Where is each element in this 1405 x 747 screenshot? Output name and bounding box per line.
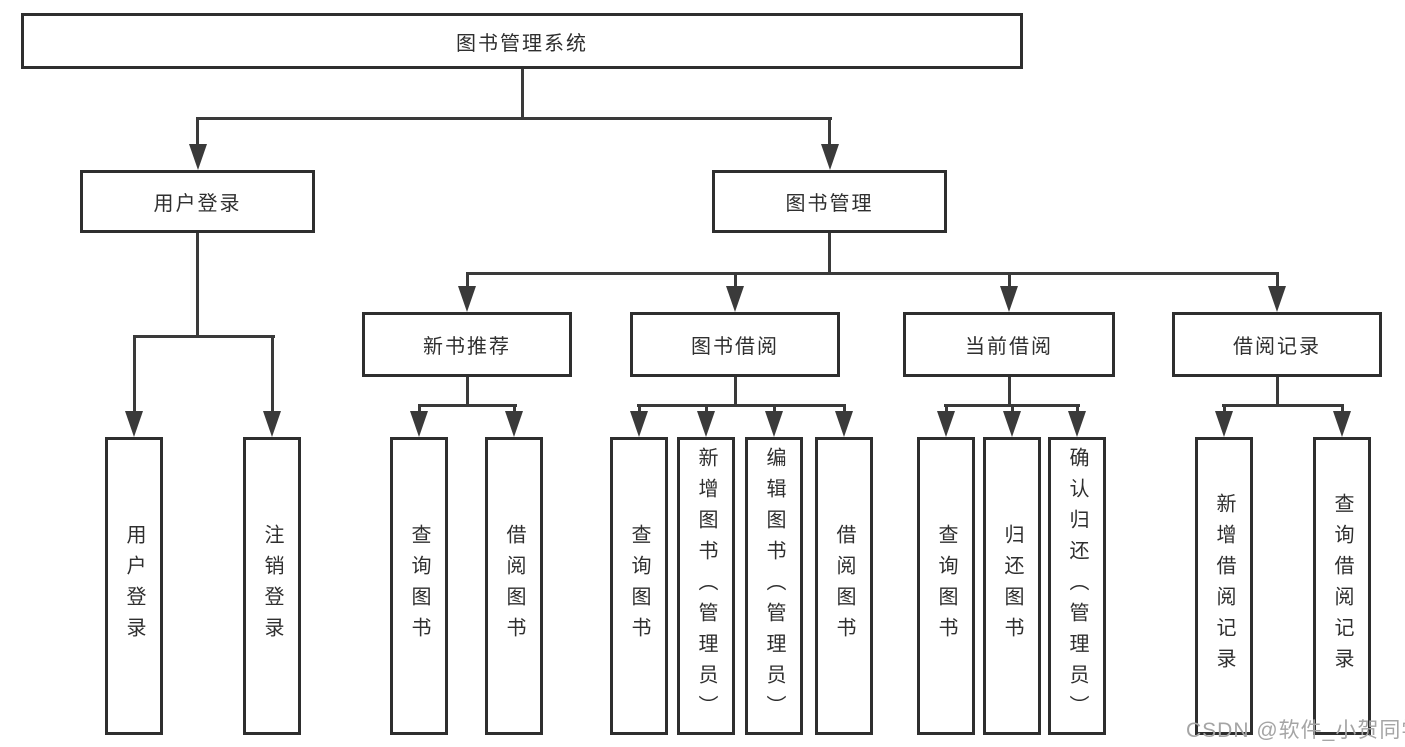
connector [271, 335, 274, 414]
connector [1011, 404, 1014, 413]
node-borrowing-records: 借阅记录 [1172, 312, 1382, 377]
arrow-down-icon [835, 411, 853, 437]
arrow-down-icon [125, 411, 143, 437]
connector [1276, 272, 1279, 288]
connector [418, 404, 421, 413]
arrow-down-icon [1333, 411, 1351, 437]
node-user-login: 用户登录 [80, 170, 315, 233]
arrow-down-icon [726, 286, 744, 312]
leaf-query-books-current: 查询图书 [917, 437, 975, 735]
arrow-down-icon [458, 286, 476, 312]
leaf-return-books: 归还图书 [983, 437, 1041, 735]
connector [133, 335, 275, 338]
connector [828, 233, 831, 274]
leaf-query-books-borrow: 查询图书 [610, 437, 668, 735]
connector [196, 233, 199, 337]
leaf-logout: 注销登录 [243, 437, 301, 735]
connector [945, 404, 948, 413]
leaf-add-borrow-record: 新增借阅记录 [1195, 437, 1253, 735]
arrow-down-icon [697, 411, 715, 437]
node-book-management: 图书管理 [712, 170, 947, 233]
leaf-add-books-admin: 新增图书（管理员） [677, 437, 735, 735]
watermark: CSDN @软件_小贺同学 [1186, 719, 1405, 742]
connector [773, 404, 776, 413]
connector [638, 404, 641, 413]
connector [828, 117, 831, 150]
arrow-down-icon [189, 144, 207, 170]
connector [1076, 404, 1079, 413]
connector [705, 404, 708, 413]
connector [196, 117, 199, 150]
arrow-down-icon [1068, 411, 1086, 437]
node-new-book-recommendation: 新书推荐 [362, 312, 572, 377]
connector [513, 404, 516, 413]
leaf-user-login: 用户登录 [105, 437, 163, 735]
connector [843, 404, 846, 413]
node-book-borrowing: 图书借阅 [630, 312, 840, 377]
connector [1276, 377, 1279, 406]
arrow-down-icon [937, 411, 955, 437]
arrow-down-icon [1268, 286, 1286, 312]
arrow-down-icon [505, 411, 523, 437]
node-library-system: 图书管理系统 [21, 13, 1023, 69]
leaf-borrow-books-recommend: 借阅图书 [485, 437, 543, 735]
arrow-down-icon [821, 144, 839, 170]
arrow-down-icon [410, 411, 428, 437]
connector [466, 272, 1279, 275]
connector [418, 404, 517, 407]
leaf-edit-books-admin: 编辑图书（管理员） [745, 437, 803, 735]
leaf-query-books-recommend: 查询图书 [390, 437, 448, 735]
connector [133, 335, 136, 414]
arrow-down-icon [1003, 411, 1021, 437]
arrow-down-icon [1000, 286, 1018, 312]
arrow-down-icon [630, 411, 648, 437]
connector [1222, 404, 1344, 407]
connector [521, 69, 524, 118]
arrow-down-icon [263, 411, 281, 437]
arrow-down-icon [765, 411, 783, 437]
connector [466, 377, 469, 406]
connector [637, 404, 845, 407]
node-current-borrowing: 当前借阅 [903, 312, 1115, 377]
connector [1341, 404, 1344, 413]
leaf-confirm-return-admin: 确认归还（管理员） [1048, 437, 1106, 735]
arrow-down-icon [1215, 411, 1233, 437]
connector [734, 272, 737, 288]
leaf-query-borrow-record: 查询借阅记录 [1313, 437, 1371, 735]
connector [734, 377, 737, 406]
connector [1008, 377, 1011, 406]
connector [1223, 404, 1226, 413]
connector [1008, 272, 1011, 288]
leaf-borrow-books: 借阅图书 [815, 437, 873, 735]
connector [466, 272, 469, 288]
connector [196, 117, 832, 120]
